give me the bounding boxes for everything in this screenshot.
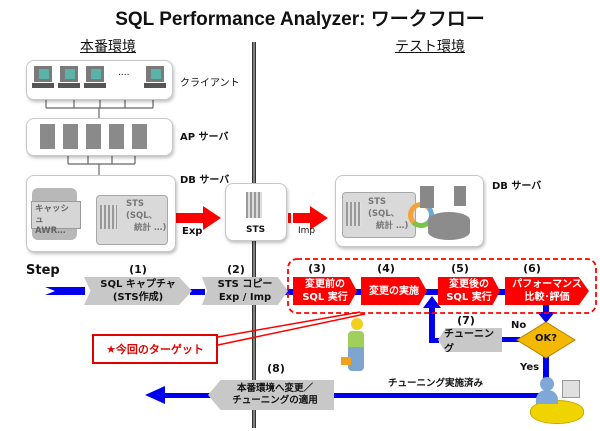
imp-label: Imp: [298, 226, 316, 236]
step-5-number: (5): [451, 262, 469, 275]
prod-sts-text: STS (SQL、 統計 …): [126, 198, 166, 234]
server-icon: [40, 124, 55, 149]
step-2-line2: Exp / Imp: [218, 292, 272, 303]
computer-icon: [58, 66, 80, 88]
step-5-line2: SQL 実行: [446, 292, 492, 303]
decision-yes-label: Yes: [520, 362, 540, 373]
prod-db-label: DB サーバ: [180, 175, 230, 186]
server-icon: [132, 124, 147, 149]
step-4-apply-change[interactable]: 変更の実施: [361, 277, 427, 305]
step-6-line1: パフォーマンス: [512, 279, 582, 290]
step-label: Step: [26, 263, 60, 278]
server-icon: [86, 124, 101, 149]
ap-servers: [36, 122, 166, 156]
yes-line: [543, 356, 549, 382]
tuning-done-label: チューニング実施済み: [388, 378, 484, 389]
step-2-line1: STS コピー: [217, 279, 273, 290]
test-sts-box: [342, 192, 416, 238]
server-icon: [63, 124, 78, 149]
step-8-line2: チューニングの適用: [232, 395, 318, 406]
step-1-number: (1): [129, 263, 147, 276]
computer-icon: [84, 66, 106, 88]
clients-ellipsis: ....: [118, 68, 130, 78]
ap-network-lines: [67, 154, 136, 175]
toolbox-icon: [341, 357, 351, 365]
user-body-icon: [536, 390, 558, 404]
step-5-post-change-sql[interactable]: 変更後の SQL 実行: [438, 277, 500, 305]
step-3-line1: 変更前の: [305, 279, 345, 290]
target-callout: ★今回のターゲット: [92, 334, 218, 364]
test-db-label: DB サーバ: [492, 181, 542, 192]
step-3-number: (3): [308, 262, 326, 275]
step-7-number: (7): [457, 314, 475, 327]
client-computers: [30, 64, 170, 98]
step-7-label: チューニング: [444, 329, 494, 355]
step-3-pre-change-sql[interactable]: 変更前の SQL 実行: [293, 277, 357, 305]
clients-label: クライアント: [180, 78, 240, 89]
target-region: [287, 258, 597, 314]
step-2-sts-copy[interactable]: STS コピー Exp / Imp: [202, 277, 288, 305]
page-title: SQL Performance Analyzer: ワークフロー: [115, 9, 485, 30]
step-4-number: (4): [377, 262, 395, 275]
server-icon: [420, 186, 434, 208]
sts-document-icon: [100, 205, 117, 229]
user-head-icon: [540, 377, 554, 391]
computer-icon: [32, 66, 54, 88]
step-1-line2: (STS作成): [112, 292, 164, 303]
cache-awr-box: キャッシュ AWR…: [31, 201, 81, 236]
target-callout-text: ★今回のターゲット: [106, 343, 204, 356]
sts-line2: 統計 …): [376, 221, 409, 231]
worker-head-icon: [351, 318, 363, 330]
step-8-number: (8): [267, 362, 285, 375]
sts-line1: (SQL、: [368, 209, 400, 219]
decision-no-label: No: [511, 320, 527, 331]
step-5-line1: 変更後の: [449, 279, 489, 290]
step-4-line1: 変更の実施: [369, 285, 419, 297]
tuning-loop: [423, 296, 520, 343]
sts-title: STS: [368, 197, 387, 207]
target-callout-pointer: [217, 311, 366, 346]
step-flow-line: [45, 287, 505, 295]
monitor-icon: [562, 380, 580, 398]
transfer-sts-label: STS: [246, 225, 266, 235]
sts-document-icon: [246, 192, 262, 218]
sts-line2: 統計 …): [134, 223, 167, 233]
cache-label: キャッシュ: [35, 204, 70, 225]
server-icon: [454, 186, 466, 206]
worker-figure-icon: [348, 331, 364, 371]
ap-server-label: AP サーバ: [180, 132, 229, 143]
production-env-label: 本番環境: [80, 39, 136, 55]
server-icon: [109, 124, 124, 149]
step-8-line1: 本番環境へ変更／: [236, 383, 313, 394]
sts-document-icon: [346, 202, 362, 226]
test-sts-text: STS (SQL、 統計 …): [368, 196, 408, 232]
step-6-compare-evaluate[interactable]: パフォーマンス 比較･評価: [505, 277, 589, 305]
step-6-number: (6): [523, 262, 541, 275]
awr-label: AWR…: [35, 226, 66, 236]
apply-line: [145, 386, 539, 404]
test-env-label: テスト環境: [395, 39, 465, 55]
decision-label: OK?: [534, 333, 558, 344]
client-network-lines: [45, 98, 154, 118]
step-1-sql-capture[interactable]: SQL キャプチャ (STS作成): [84, 277, 192, 305]
step-7-tuning[interactable]: チューニング: [438, 328, 502, 352]
step-3-line2: SQL 実行: [302, 292, 348, 303]
database-icon: [428, 212, 470, 240]
step-6-line2: 比較･評価: [524, 292, 570, 303]
export-arrow: [175, 206, 221, 230]
step-8-apply-to-production[interactable]: 本番環境へ変更／ チューニングの適用: [208, 380, 334, 410]
to-decision-arrow: [537, 304, 555, 323]
sts-line1: (SQL、: [126, 211, 158, 221]
computer-icon: [144, 66, 166, 88]
sts-title: STS: [126, 199, 145, 209]
decision-diamond: [516, 321, 576, 359]
step-2-number: (2): [227, 263, 245, 276]
step-1-line1: SQL キャプチャ: [100, 279, 176, 290]
exp-label: Exp: [182, 226, 203, 237]
